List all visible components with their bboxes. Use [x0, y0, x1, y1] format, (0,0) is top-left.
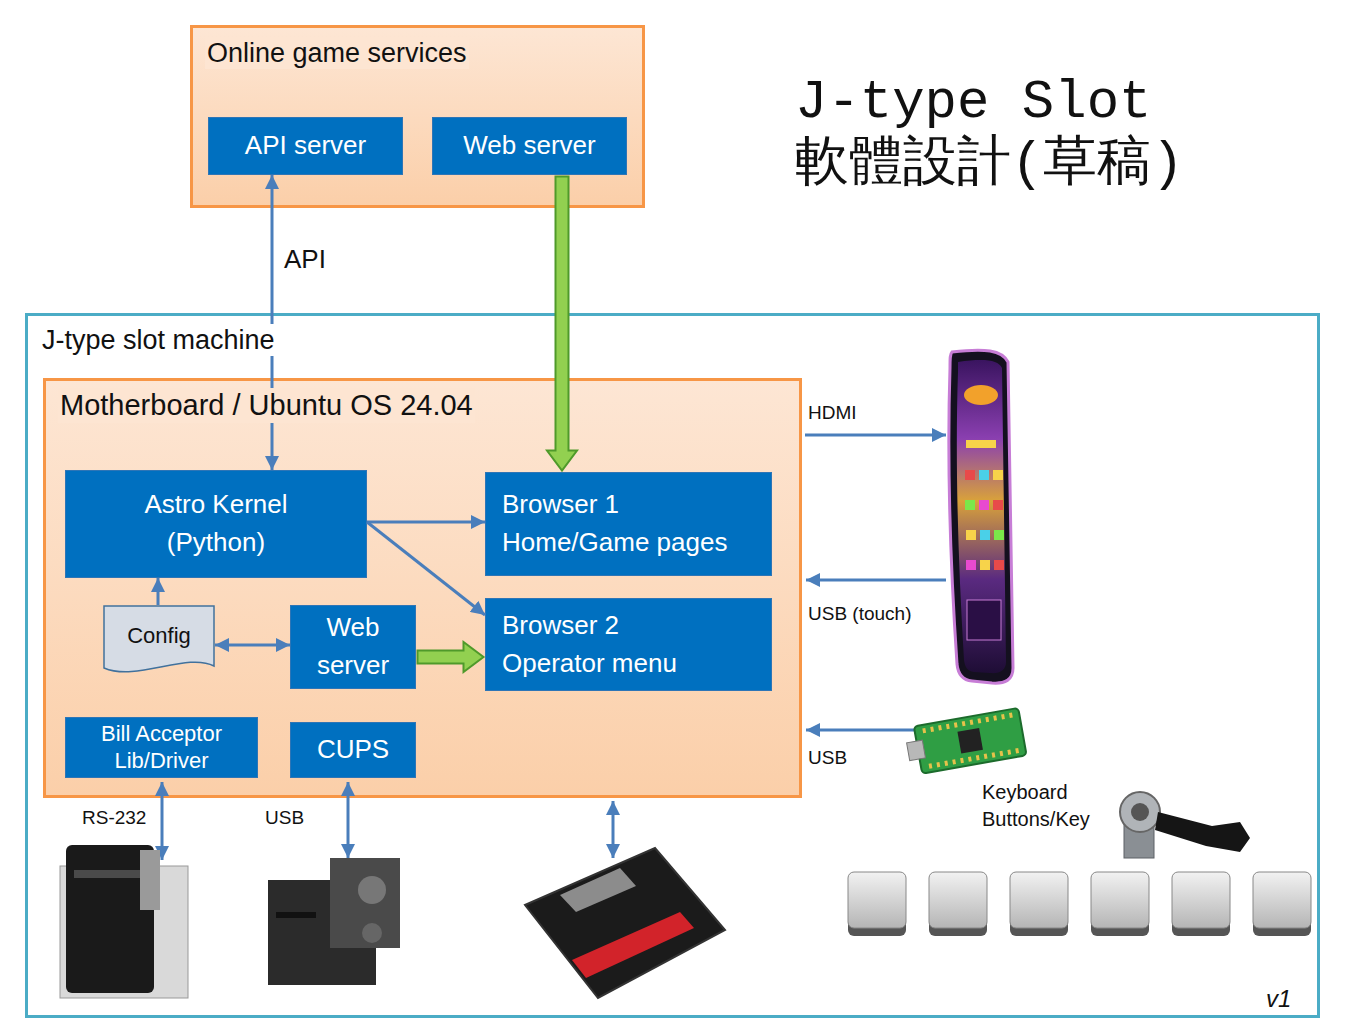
monitor-frame	[949, 350, 1013, 683]
box-label: Browser 1	[502, 486, 619, 524]
key	[1155, 812, 1250, 852]
chip	[957, 728, 982, 753]
block-arrow	[547, 177, 577, 471]
process-box: Astro Kernel(Python)	[65, 470, 367, 578]
box-label: Config	[127, 623, 191, 649]
diagram-title: J-type Slot 軟體設計(草稿)	[795, 72, 1265, 196]
reel-symbol	[980, 530, 990, 540]
push-button	[1253, 872, 1311, 928]
arrow-connector	[215, 644, 290, 647]
usb-connector	[907, 740, 926, 761]
arrow-connector	[271, 175, 274, 470]
box-label: API server	[245, 127, 366, 165]
reel-symbol	[993, 500, 1003, 510]
box-label: Operator menu	[502, 645, 677, 683]
jackpot-bar	[966, 440, 996, 448]
push-button	[929, 872, 987, 928]
reel-symbol	[994, 560, 1004, 570]
document-shape: Config	[103, 605, 215, 678]
game-logo	[964, 385, 998, 405]
reel-symbol	[966, 560, 976, 570]
signal-label: RS-232	[82, 805, 146, 831]
ssd-stripe	[572, 912, 694, 978]
box-heading: Motherboard / Ubuntu OS 24.04	[58, 388, 475, 423]
process-box: CUPS	[290, 722, 416, 778]
box-label: Web server	[463, 127, 595, 165]
printer-roller	[362, 923, 382, 943]
box-label: Web server	[297, 609, 409, 684]
reel-symbol	[965, 500, 975, 510]
paper-slot	[276, 912, 316, 918]
arrow-connector	[367, 522, 485, 615]
arrow-connector	[157, 578, 160, 605]
hdmi-wire	[805, 434, 946, 437]
key-hole	[1131, 803, 1149, 821]
monitor-screen	[957, 360, 1006, 673]
bill-slot	[74, 870, 146, 878]
box-label: (Python)	[167, 524, 265, 562]
push-button	[1172, 872, 1230, 928]
edge-label: API	[284, 244, 326, 275]
push-button	[1091, 872, 1149, 928]
reel-symbol	[979, 470, 989, 480]
printer-mechanism	[330, 858, 400, 948]
process-box: Web server	[290, 605, 416, 689]
arrow-connector	[367, 521, 485, 524]
part-label: Keyboard Buttons/Key	[982, 779, 1112, 833]
pin-pads	[929, 750, 1022, 766]
control-panel	[967, 600, 1001, 640]
signal-label: USB (touch)	[808, 601, 911, 627]
signal-label: HDMI	[808, 400, 857, 426]
box-label: Home/Game pages	[502, 524, 727, 562]
version-note: v1	[1266, 983, 1291, 1015]
reel-symbol	[965, 470, 975, 480]
process-box: Bill Acceptor Lib/Driver	[65, 717, 258, 778]
ssd-label	[560, 868, 636, 912]
reel-symbol	[993, 470, 1003, 480]
reel-symbol	[966, 530, 976, 540]
document-outline-path	[104, 606, 214, 672]
reel-symbol	[994, 530, 1004, 540]
process-box: Browser 2Operator menu	[485, 598, 772, 691]
rs232-wire	[161, 782, 164, 860]
printer-roller	[358, 876, 386, 904]
bill-acceptor-side	[140, 850, 160, 910]
push-button	[1010, 872, 1068, 928]
signal-label: USB	[265, 805, 304, 831]
reel-symbol	[980, 560, 990, 570]
box-label: Astro Kernel	[144, 486, 287, 524]
pin-pads	[923, 715, 1016, 731]
touch-usb-wire	[806, 579, 946, 582]
ssd-case	[525, 848, 725, 998]
group-box: Online game servicesAPI server Web server	[190, 25, 645, 208]
box-label: Browser 2	[502, 607, 619, 645]
pcb	[914, 708, 1027, 774]
block-arrow	[418, 642, 484, 672]
process-box: API server	[208, 117, 403, 175]
keyboard-board	[904, 708, 1027, 775]
process-box: Web server	[432, 117, 627, 175]
push-button	[848, 872, 906, 928]
box-heading: Online game services	[205, 37, 469, 69]
reel-symbol	[979, 500, 989, 510]
process-box: Browser 1Home/Game pages	[485, 472, 772, 576]
key-switch-face	[1120, 792, 1160, 832]
ssd-wire	[612, 801, 615, 858]
box-label: CUPS	[317, 731, 389, 769]
printer-usb-wire	[347, 782, 350, 858]
signal-label: USB	[808, 745, 847, 771]
box-label: Bill Acceptor Lib/Driver	[72, 721, 251, 774]
box-heading: J-type slot machine	[40, 324, 277, 356]
